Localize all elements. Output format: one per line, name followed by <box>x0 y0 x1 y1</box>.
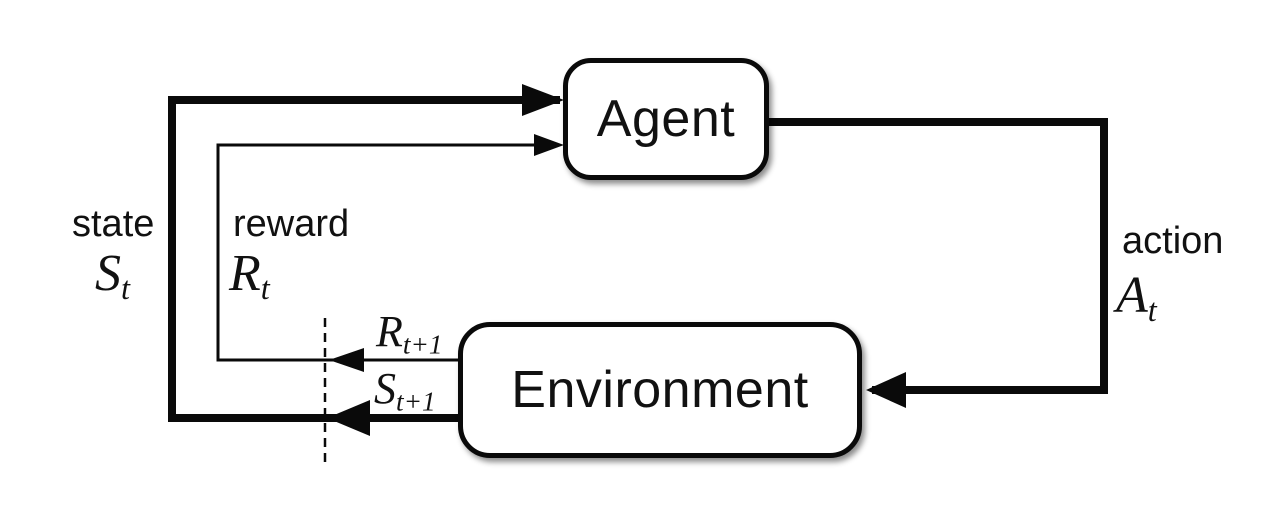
state-symbol: St <box>95 245 130 307</box>
state-into-agent-arrowhead-icon <box>522 84 564 116</box>
reward-into-agent-arrowhead-icon <box>534 134 564 156</box>
next-reward-symbol: Rt+1 <box>376 310 443 359</box>
reward-symbol-letter: R <box>229 245 261 302</box>
next-state-symbol-subscript: t+1 <box>396 386 436 417</box>
state-symbol-subscript: t <box>121 270 130 307</box>
environment-box-label: Environment <box>511 361 809 419</box>
action-label: action <box>1122 220 1224 262</box>
state-symbol-letter: S <box>95 245 121 302</box>
action-symbol-subscript: t <box>1147 292 1157 329</box>
reward-symbol-subscript: t <box>260 270 270 307</box>
state-label: state <box>72 203 155 245</box>
action-line <box>767 118 1108 394</box>
environment-box: Environment <box>458 322 862 458</box>
agent-box: Agent <box>563 58 769 180</box>
next-reward-symbol-subscript: t+1 <box>402 329 443 360</box>
state-line <box>168 96 560 422</box>
reward-label: reward <box>233 203 350 245</box>
action-symbol-letter: A <box>1116 267 1148 324</box>
next-reward-symbol-letter: R <box>376 307 403 356</box>
next-state-arrowhead-icon <box>327 400 370 436</box>
next-state-symbol-letter: S <box>374 364 396 413</box>
next-state-symbol: St+1 <box>374 367 436 416</box>
next-reward-arrowhead-icon <box>329 348 364 372</box>
action-symbol: At <box>1116 267 1157 329</box>
reward-symbol: Rt <box>229 245 270 307</box>
agent-box-label: Agent <box>596 90 736 148</box>
action-into-environment-arrowhead-icon <box>866 372 906 408</box>
